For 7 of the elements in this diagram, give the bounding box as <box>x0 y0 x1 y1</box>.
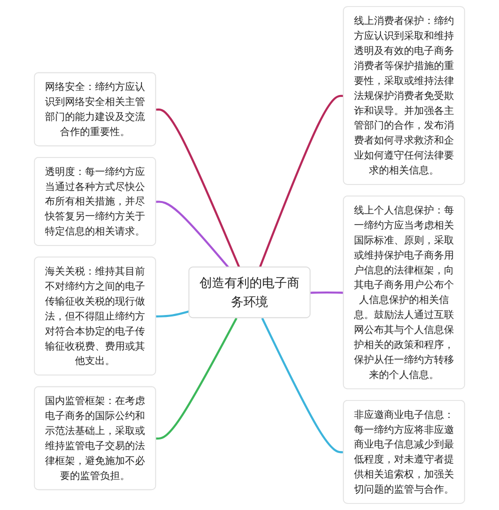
connector <box>258 94 344 268</box>
connector <box>156 200 230 268</box>
connector <box>156 318 238 440</box>
connector <box>310 291 344 294</box>
connector <box>156 310 190 318</box>
connector <box>261 318 344 454</box>
connector <box>156 108 240 268</box>
